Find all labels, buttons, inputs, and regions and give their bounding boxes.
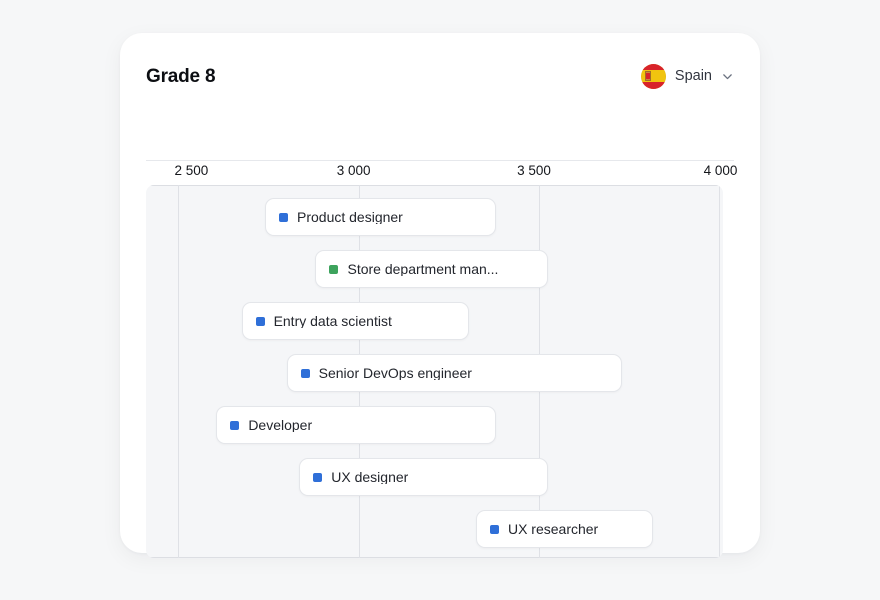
salary-range-bar[interactable]: Store department man... <box>315 250 549 288</box>
bar-label: Entry data scientist <box>273 314 392 328</box>
bar-label: Store department man... <box>347 262 499 276</box>
plot-top-border <box>146 185 723 186</box>
series-color-swatch-icon <box>279 212 288 222</box>
country-name-label: Spain <box>674 67 712 84</box>
page-title: Grade 8 <box>146 65 216 87</box>
bar-label: Developer <box>248 418 313 432</box>
x-axis-tick-label: 4 000 <box>703 163 738 178</box>
salary-range-bar[interactable]: Senior DevOps engineer <box>286 354 623 392</box>
salary-range-bar[interactable]: Entry data scientist <box>241 302 469 340</box>
series-color-swatch-icon <box>489 524 499 534</box>
bar-label: UX designer <box>331 470 409 484</box>
grade-card: Grade 8 Spain 2 500 3 000 3 500 4 000 <box>120 33 760 558</box>
series-color-swatch-icon <box>300 368 310 378</box>
bar-label: Senior DevOps engineer <box>318 366 472 380</box>
series-color-swatch-icon <box>329 264 339 274</box>
bar-label: UX researcher <box>507 522 599 536</box>
spain-flag-icon <box>640 63 666 89</box>
x-axis-tick-label: 3 500 <box>517 163 551 178</box>
series-color-swatch-icon <box>313 472 323 482</box>
salary-range-bar[interactable]: UX designer <box>299 458 549 496</box>
chevron-down-icon[interactable] <box>721 70 734 83</box>
x-axis-tick-label: 2 500 <box>174 163 209 178</box>
plot-bottom-border <box>146 557 723 558</box>
card-header: Grade 8 Spain <box>120 33 760 115</box>
salary-range-bar[interactable]: Product designer <box>265 198 496 236</box>
chart-gridline <box>178 185 179 558</box>
x-axis: 2 500 3 000 3 500 4 000 <box>120 164 760 184</box>
country-selector[interactable]: Spain <box>640 60 734 89</box>
axis-divider <box>146 160 734 161</box>
salary-range-bar[interactable]: Developer <box>216 406 496 444</box>
series-color-swatch-icon <box>230 420 240 430</box>
chart-gridline <box>719 185 720 558</box>
x-axis-tick-label: 3 000 <box>336 163 371 178</box>
series-color-swatch-icon <box>255 316 265 326</box>
salary-range-bar[interactable]: UX researcher <box>475 510 653 548</box>
bar-label: Product designer <box>297 210 403 224</box>
